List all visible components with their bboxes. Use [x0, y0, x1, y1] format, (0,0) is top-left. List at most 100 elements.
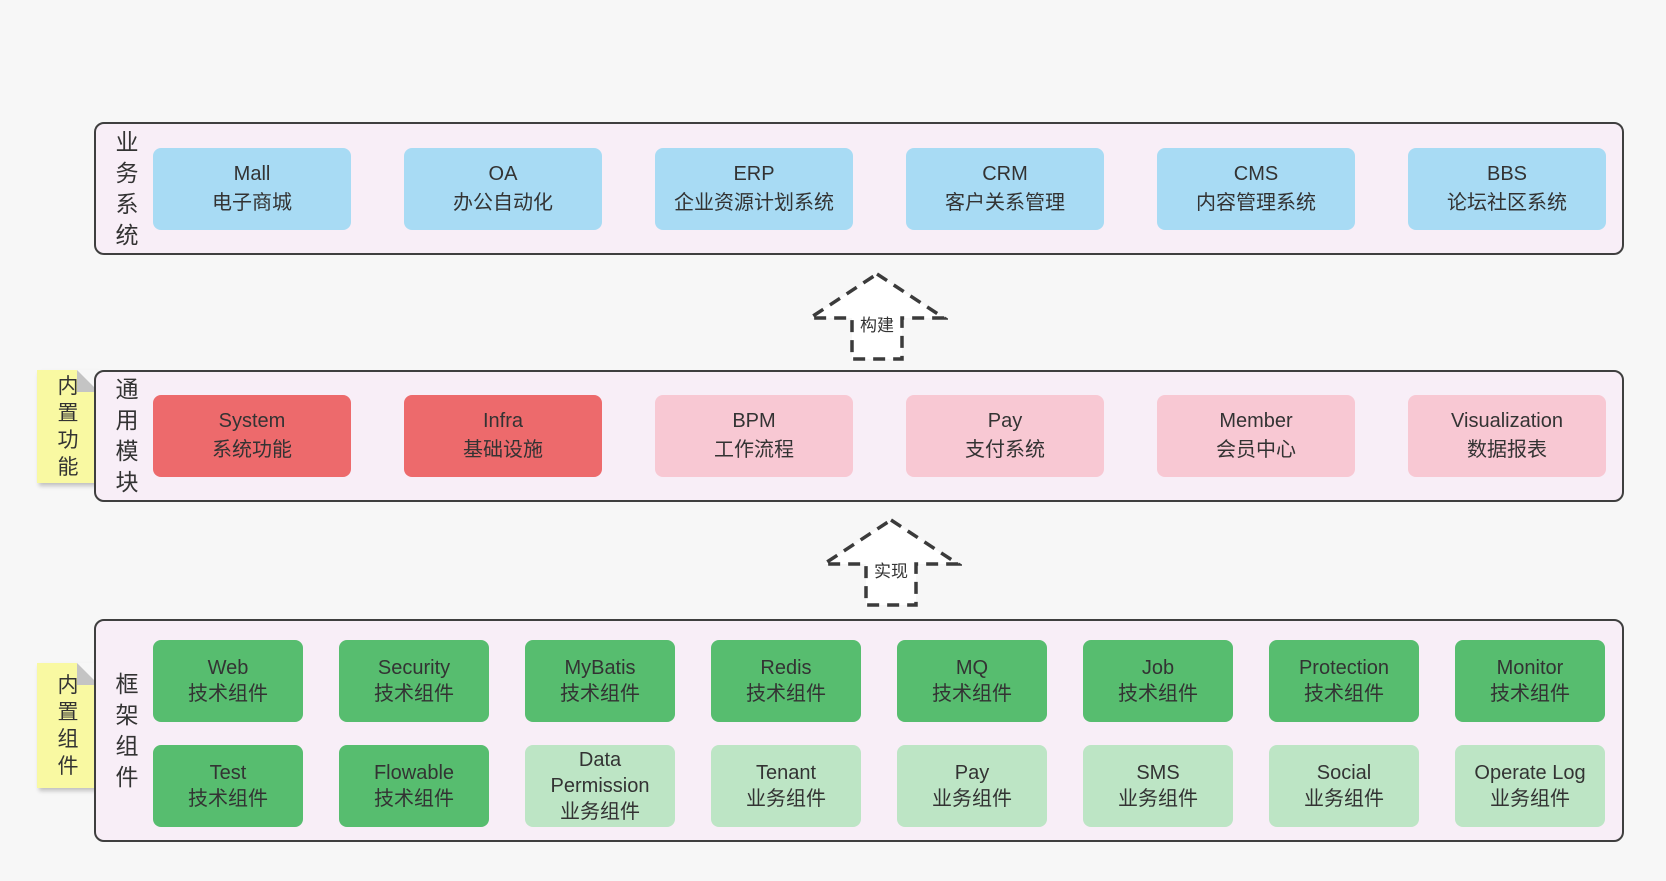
box-title: System	[218, 410, 286, 432]
box-bpm: BPM 工作流程	[655, 395, 853, 477]
box-cms: CMS 内容管理系统	[1157, 147, 1355, 230]
box-subtitle: 系统功能	[212, 439, 292, 461]
box-subtitle: 数据报表	[1467, 439, 1547, 461]
box-title: Social	[1316, 762, 1372, 784]
box-title: Member	[1219, 410, 1293, 432]
box-subtitle: 企业资源计划系统	[674, 191, 834, 214]
box-web: Web 技术组件	[153, 640, 303, 722]
box-title: Redis	[760, 657, 812, 679]
build-arrow-label: 构建	[857, 315, 897, 337]
box-subtitle: 技术组件	[374, 788, 454, 810]
box-subtitle: 论坛社区系统	[1447, 191, 1567, 214]
box-subtitle: 业务组件	[1118, 788, 1198, 810]
box-subtitle: 技术组件	[374, 683, 454, 705]
box-title: Test	[209, 762, 247, 784]
box-subtitle: 工作流程	[714, 439, 794, 461]
box-subtitle: 业务组件	[932, 788, 1012, 810]
box-test: Test 技术组件	[153, 745, 303, 827]
box-social: Social 业务组件	[1269, 745, 1419, 827]
box-subtitle: 基础设施	[463, 439, 543, 461]
box-title: ERP	[733, 162, 775, 185]
box-subtitle: 技术组件	[560, 683, 640, 705]
box-subtitle: 内容管理系统	[1196, 191, 1316, 214]
implement-arrow: 实现	[820, 517, 962, 609]
box-bbs: BBS 论坛社区系统	[1408, 147, 1606, 230]
box-subtitle: 技术组件	[1118, 683, 1198, 705]
box-title: MQ	[955, 657, 989, 679]
box-title: Flowable	[373, 762, 455, 784]
box-subtitle: 业务组件	[560, 801, 640, 823]
builtin-features-tag-label: 内置功能	[57, 374, 79, 479]
box-title: MyBatis	[564, 657, 636, 679]
box-title: Visualization	[1451, 410, 1563, 432]
box-member: Member 会员中心	[1157, 395, 1355, 477]
box-erp: ERP 企业资源计划系统	[655, 147, 853, 230]
box-infra: Infra 基础设施	[404, 395, 602, 477]
box-pay-component: Pay 业务组件	[897, 745, 1047, 827]
box-subtitle: 电子商城	[212, 191, 292, 214]
box-operate-log: Operate Log 业务组件	[1455, 745, 1605, 827]
business-systems-panel: 业务系统 Mall 电子商城 OA 办公自动化 ERP 企业资源计划系统 CRM…	[94, 122, 1624, 255]
box-title: Tenant	[755, 762, 817, 784]
box-redis: Redis 技术组件	[711, 640, 861, 722]
box-system: System 系统功能	[153, 395, 351, 477]
box-monitor: Monitor 技术组件	[1455, 640, 1605, 722]
box-subtitle: 技术组件	[188, 788, 268, 810]
box-oa: OA 办公自动化	[404, 147, 602, 230]
box-subtitle: 技术组件	[1304, 683, 1384, 705]
box-subtitle: 技术组件	[932, 683, 1012, 705]
components-row-1: Web 技术组件 Security 技术组件 MyBatis 技术组件 Redi…	[153, 640, 1605, 722]
box-sms: SMS 业务组件	[1083, 745, 1233, 827]
box-title: Pay	[954, 762, 990, 784]
box-mall: Mall 电子商城	[153, 147, 351, 230]
box-title: Pay	[987, 410, 1023, 432]
box-mq: MQ 技术组件	[897, 640, 1047, 722]
box-subtitle: 支付系统	[965, 439, 1045, 461]
box-title: BPM	[732, 410, 776, 432]
box-subtitle: 业务组件	[746, 788, 826, 810]
framework-components-panel: 框架组件 Web 技术组件 Security 技术组件 MyBatis 技术组件…	[94, 619, 1624, 842]
box-subtitle: 办公自动化	[453, 191, 553, 214]
box-title: Mall	[233, 162, 271, 185]
box-title: Operate Log	[1474, 762, 1586, 784]
business-systems-label: 业务系统	[115, 128, 139, 248]
box-mybatis: MyBatis 技术组件	[525, 640, 675, 722]
common-modules-panel: 通用模块 System 系统功能 Infra 基础设施 BPM 工作流程 Pay…	[94, 370, 1624, 502]
common-modules-box-row: System 系统功能 Infra 基础设施 BPM 工作流程 Pay 支付系统…	[153, 372, 1606, 500]
box-title: Data Permission	[550, 749, 650, 797]
build-arrow: 构建	[806, 271, 948, 363]
box-title: SMS	[1136, 762, 1180, 784]
box-subtitle: 会员中心	[1216, 439, 1296, 461]
box-visualization: Visualization 数据报表	[1408, 395, 1606, 477]
box-title: BBS	[1486, 162, 1528, 185]
box-title: Security	[377, 657, 451, 679]
box-crm: CRM 客户关系管理	[906, 147, 1104, 230]
box-subtitle: 技术组件	[1490, 683, 1570, 705]
business-systems-box-row: Mall 电子商城 OA 办公自动化 ERP 企业资源计划系统 CRM 客户关系…	[153, 124, 1606, 253]
box-tenant: Tenant 业务组件	[711, 745, 861, 827]
box-flowable: Flowable 技术组件	[339, 745, 489, 827]
box-title: Job	[1141, 657, 1175, 679]
box-title: Monitor	[1496, 657, 1564, 679]
box-data-permission: Data Permission 业务组件	[525, 745, 675, 827]
builtin-components-tag: 内置组件	[37, 663, 99, 788]
box-job: Job 技术组件	[1083, 640, 1233, 722]
framework-components-label: 框架组件	[115, 670, 139, 790]
box-subtitle: 业务组件	[1490, 788, 1570, 810]
box-subtitle: 技术组件	[188, 683, 268, 705]
box-title: Protection	[1298, 657, 1390, 679]
box-title: CRM	[982, 162, 1028, 185]
box-pay: Pay 支付系统	[906, 395, 1104, 477]
builtin-components-tag-label: 内置组件	[57, 673, 79, 778]
box-security: Security 技术组件	[339, 640, 489, 722]
box-title: OA	[488, 162, 518, 185]
framework-components-grid: Web 技术组件 Security 技术组件 MyBatis 技术组件 Redi…	[153, 640, 1605, 827]
implement-arrow-label: 实现	[871, 561, 911, 583]
common-modules-label: 通用模块	[115, 376, 139, 495]
builtin-features-tag: 内置功能	[37, 370, 99, 483]
box-title: CMS	[1233, 162, 1279, 185]
box-subtitle: 技术组件	[746, 683, 826, 705]
box-protection: Protection 技术组件	[1269, 640, 1419, 722]
box-title: Web	[207, 657, 249, 679]
